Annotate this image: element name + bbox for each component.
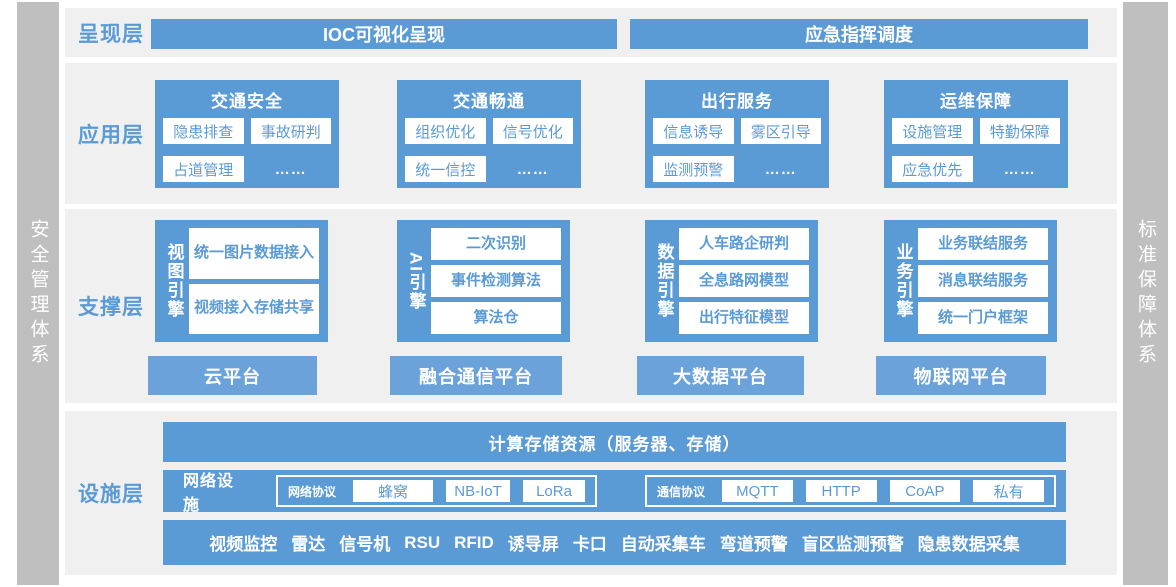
- device-item: 隐患数据采集: [917, 535, 1020, 554]
- engine-business: 业务引擎 业务联结服务 消息联结服务 统一门户框架: [884, 220, 1057, 342]
- app-item: 设施管理: [892, 118, 973, 144]
- device-item: 信号机: [339, 535, 391, 554]
- compute-storage-bar: 计算存储资源（服务器、存储）: [163, 422, 1066, 462]
- platform-big-data: 大数据平台: [637, 356, 804, 395]
- network-facility-row: 网络设施 网络协议 蜂窝 NB-IoT LoRa 通信协议 MQTT HTTP …: [163, 470, 1066, 514]
- security-management-bar: 安全管理体系: [17, 2, 59, 585]
- protocol-chip-cellular: 蜂窝: [353, 480, 433, 502]
- app-item-ellipsis: ……: [274, 160, 307, 178]
- device-item: 卡口: [572, 535, 607, 554]
- engine-item: 事件检测算法: [431, 265, 561, 297]
- app-item: 事故研判: [250, 118, 331, 144]
- engine-item: 统一图片数据接入: [189, 228, 319, 279]
- engine-items: 业务联结服务 消息联结服务 统一门户框架: [918, 228, 1048, 334]
- engine-items: 统一图片数据接入 视频接入存储共享: [189, 228, 319, 334]
- application-layer-panel: 应用层 交通安全 隐患排查 事故研判 占道管理 …… 交通畅通 组织优化 信号优…: [65, 63, 1117, 204]
- app-group-travel-service: 出行服务 信息诱导 雾区引导 监测预警 ……: [645, 80, 829, 188]
- application-layer-label: 应用层: [78, 123, 144, 147]
- app-group-title: 出行服务: [701, 92, 773, 111]
- engine-item: 业务联结服务: [918, 228, 1048, 260]
- app-group-title: 运维保障: [940, 92, 1012, 111]
- facility-layer-label: 设施层: [78, 483, 144, 506]
- engine-data: 数据引擎 人车路企研判 全息路网模型 出行特征模型: [645, 220, 818, 342]
- platform-cloud: 云平台: [148, 356, 317, 395]
- engine-item: 二次识别: [431, 228, 561, 260]
- app-group-items: 信息诱导 雾区引导 监测预警 ……: [653, 118, 821, 182]
- device-item: 雷达: [291, 535, 326, 554]
- network-facility-label: 网络设施: [183, 473, 235, 514]
- device-item: RSU: [404, 532, 441, 552]
- app-group-items: 设施管理 特勤保障 应急优先 ……: [892, 118, 1060, 182]
- sensing-devices-bar: 视频监控 雷达 信号机 RSU RFID 诱导屏 卡口 自动采集车 弯道预警 盲…: [163, 520, 1066, 565]
- engine-title: 业务引擎: [893, 243, 913, 319]
- protocol-chip-http: HTTP: [805, 480, 877, 502]
- app-group-traffic-flow: 交通畅通 组织优化 信号优化 统一信控 ……: [397, 80, 581, 188]
- protocol-chip-mqtt: MQTT: [722, 480, 793, 502]
- engine-item: 视频接入存储共享: [189, 283, 319, 334]
- ioc-visualization-bar: IOC可视化呈现: [151, 19, 617, 49]
- security-management-label: 安全管理体系: [27, 218, 49, 369]
- device-item: RFID: [454, 532, 494, 552]
- support-layer-label: 支撑层: [78, 296, 144, 319]
- app-item-ellipsis: ……: [764, 160, 797, 178]
- protocol-chip-nbiot: NB-IoT: [446, 480, 510, 502]
- engine-items: 二次识别 事件检测算法 算法仓: [431, 228, 561, 334]
- app-group-traffic-safety: 交通安全 隐患排查 事故研判 占道管理 ……: [155, 80, 339, 188]
- device-item: 诱导屏: [507, 535, 559, 554]
- protocol-chip-coap: CoAP: [889, 480, 961, 502]
- engine-item: 统一门户框架: [918, 302, 1048, 334]
- engine-title: 视图引擎: [164, 243, 184, 319]
- device-item: 盲区监测预警: [801, 535, 904, 554]
- app-item-ellipsis: ……: [516, 160, 549, 178]
- app-item: 应急优先: [892, 156, 973, 182]
- network-protocol-label: 网络协议: [287, 484, 336, 499]
- platform-iot: 物联网平台: [876, 356, 1046, 395]
- app-item: 雾区引导: [740, 118, 821, 144]
- emergency-dispatch-bar: 应急指挥调度: [630, 19, 1088, 49]
- engine-ai: AI引擎 二次识别 事件检测算法 算法仓: [397, 220, 570, 342]
- app-group-title: 交通安全: [211, 92, 283, 111]
- app-group-items: 组织优化 信号优化 统一信控 ……: [405, 118, 573, 182]
- facility-layer-panel: 设施层 计算存储资源（服务器、存储） 网络设施 网络协议 蜂窝 NB-IoT L…: [65, 411, 1117, 575]
- engine-items: 人车路企研判 全息路网模型 出行特征模型: [679, 228, 809, 334]
- network-protocol-group: 网络协议 蜂窝 NB-IoT LoRa: [275, 475, 597, 507]
- app-item: 组织优化: [405, 118, 486, 144]
- app-group-items: 隐患排查 事故研判 占道管理 ……: [163, 118, 331, 182]
- comm-protocol-label: 通信协议: [657, 484, 706, 499]
- engine-item: 全息路网模型: [679, 265, 809, 297]
- app-item: 占道管理: [163, 156, 244, 182]
- app-item: 特勤保障: [979, 118, 1060, 144]
- device-item: 弯道预警: [719, 535, 788, 554]
- presentation-layer-label: 呈现层: [78, 22, 144, 46]
- app-item: 监测预警: [653, 156, 734, 182]
- support-layer-panel: 支撑层 视图引擎 统一图片数据接入 视频接入存储共享 AI引擎 二次识别 事件检…: [65, 209, 1117, 403]
- engine-video: 视图引擎 统一图片数据接入 视频接入存储共享: [155, 220, 328, 342]
- presentation-layer-panel: 呈现层 IOC可视化呈现 应急指挥调度: [65, 8, 1117, 57]
- app-item-ellipsis: ……: [1003, 160, 1036, 178]
- engine-title: AI引擎: [406, 251, 426, 311]
- protocol-chip-lora: LoRa: [523, 480, 585, 502]
- engine-title: 数据引擎: [654, 243, 674, 319]
- engine-item: 出行特征模型: [679, 302, 809, 334]
- engine-item: 消息联结服务: [918, 265, 1048, 297]
- platform-converged-comm: 融合通信平台: [390, 356, 562, 395]
- engine-item: 算法仓: [431, 302, 561, 334]
- app-item: 隐患排查: [163, 118, 244, 144]
- app-group-title: 交通畅通: [453, 92, 525, 111]
- app-item: 统一信控: [405, 156, 486, 182]
- engine-item: 人车路企研判: [679, 228, 809, 260]
- protocol-chip-private: 私有: [973, 480, 1045, 502]
- standards-guarantee-label: 标准保障体系: [1135, 218, 1156, 369]
- device-item: 自动采集车: [620, 535, 706, 554]
- app-item: 信息诱导: [653, 118, 734, 144]
- app-group-ops-guarantee: 运维保障 设施管理 特勤保障 应急优先 ……: [884, 80, 1068, 188]
- standards-guarantee-bar: 标准保障体系: [1123, 2, 1168, 585]
- device-item: 视频监控: [209, 535, 278, 554]
- comm-protocol-group: 通信协议 MQTT HTTP CoAP 私有: [645, 475, 1056, 507]
- app-item: 信号优化: [492, 118, 573, 144]
